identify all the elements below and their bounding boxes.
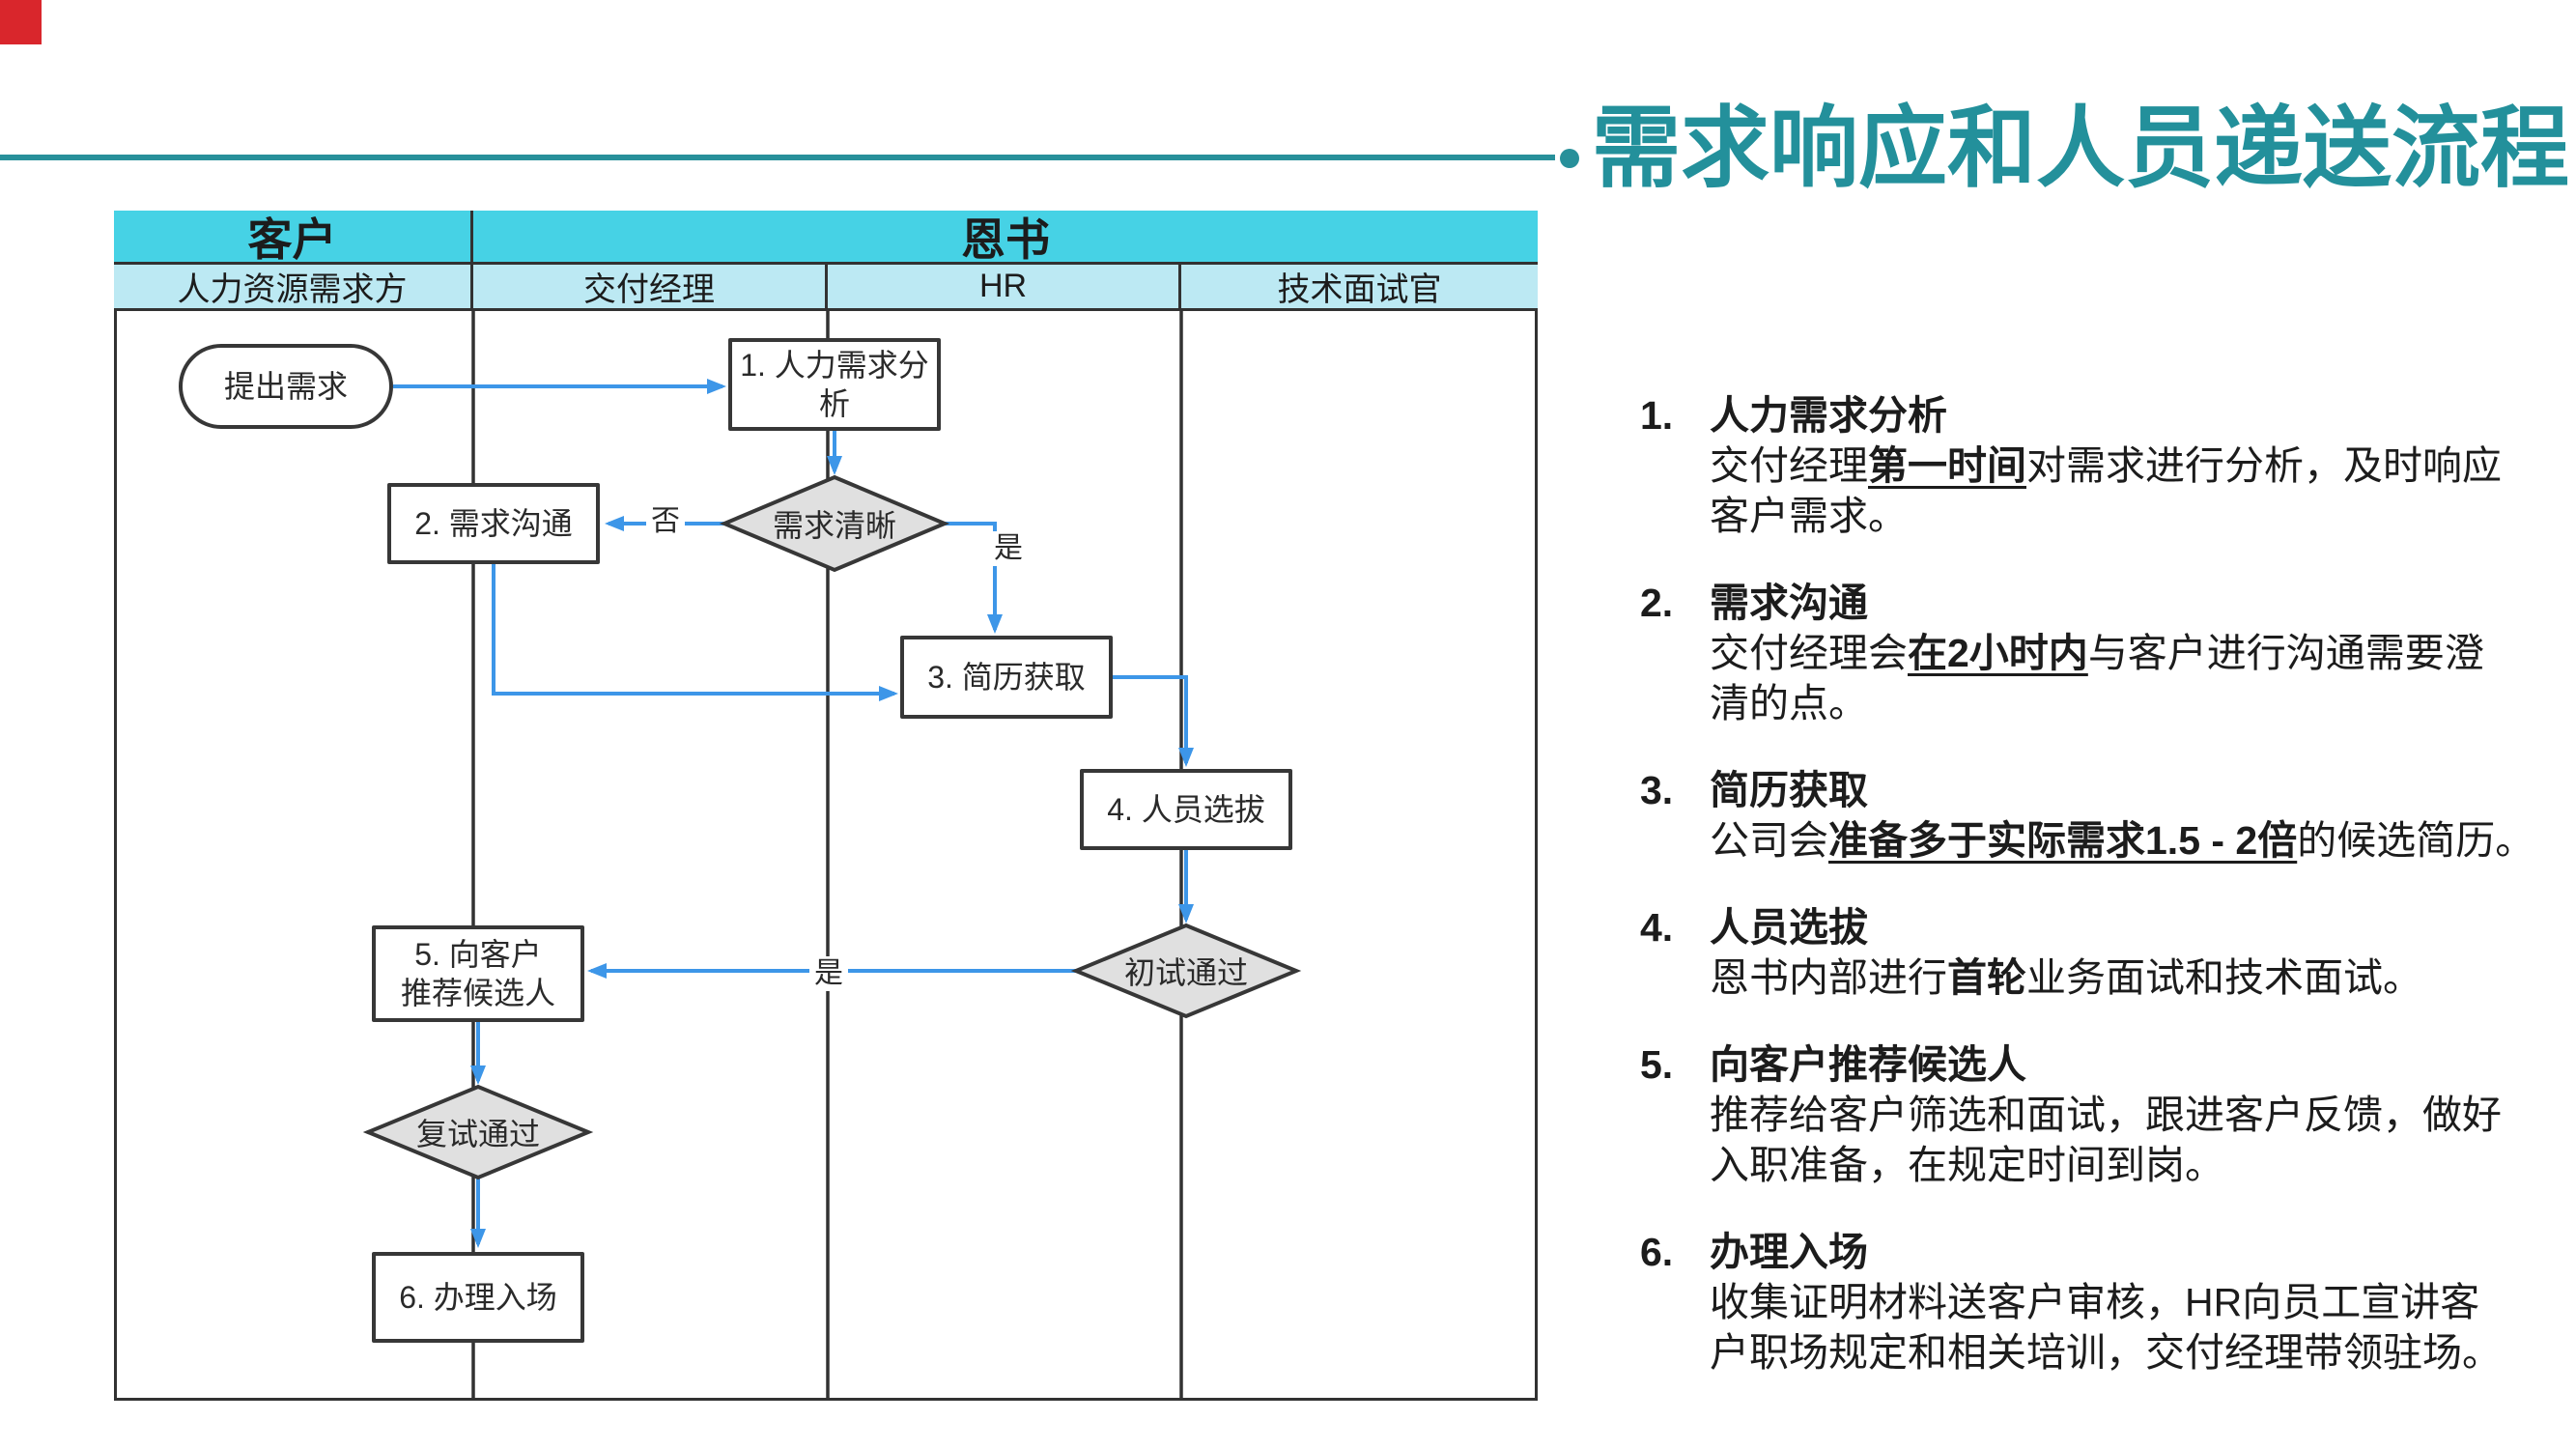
slide-title: 需求响应和人员递送流程 [1592, 99, 2570, 198]
step-body-segment: 交付经理会 [1710, 631, 1908, 675]
step-title: 人力需求分析 [1710, 393, 1947, 438]
corner-accent-square [0, 0, 42, 44]
step-item-2: 2.需求沟通交付经理会在2小时内与客户进行沟通需要澄 清的点。 [1640, 578, 2572, 728]
edge-label-yes-1: 是 [989, 531, 1028, 566]
step-body-segment: 公司会 [1710, 818, 1828, 863]
step-body-segment: 推荐给客户筛选和面试，跟进客户反馈，做好 入职准备，在规定时间到岗。 [1710, 1093, 2502, 1187]
step-body-segment: 交付经理 [1710, 443, 1868, 488]
flow-node-step6: 6. 办理入场 [372, 1252, 584, 1343]
step-title: 需求沟通 [1710, 581, 1868, 625]
group-header-enshu: 恩书 [473, 211, 1538, 265]
step-number: 2. [1640, 581, 1674, 625]
step-body: 推荐给客户筛选和面试，跟进客户反馈，做好 入职准备，在规定时间到岗。 [1710, 1090, 2572, 1190]
step-title: 向客户推荐候选人 [1710, 1042, 2026, 1087]
flow-node-step2: 2. 需求沟通 [387, 483, 600, 564]
step-body-segment: 在2小时内 [1908, 631, 2088, 675]
step-number: 5. [1640, 1042, 1674, 1087]
step-body-segment: 收集证明材料送客户审核，HR向员工宣讲客 户职场规定和相关培训，交付经理带领驻场… [1710, 1280, 2502, 1375]
title-rule-dot-icon [1560, 149, 1579, 168]
step-body-segment: 的候选简历。 [2297, 818, 2535, 863]
step-number: 4. [1640, 905, 1674, 950]
decision-shapes [362, 474, 1302, 1180]
group-header-customer: 客户 [114, 211, 473, 265]
lane-divider-lines [471, 311, 1183, 1398]
step-body: 公司会准备多于实际需求1.5 - 2倍的候选简历。 [1710, 815, 2572, 866]
step-title: 简历获取 [1710, 768, 1868, 812]
arrow-step3-to-step4 [1113, 675, 1194, 767]
step-item-1: 1. 人力需求分析交付经理第一时间对需求进行分析，及时响应 客户需求。 [1640, 390, 2572, 541]
decision3-diamond [362, 1084, 594, 1180]
step-item-4: 4.人员选拔恩书内部进行首轮业务面试和技术面试。 [1640, 902, 2572, 1003]
step-item-5: 5. 向客户推荐候选人推荐给客户筛选和面试，跟进客户反馈，做好 入职准备，在规定时… [1640, 1039, 2572, 1190]
step-content: 简历获取公司会准备多于实际需求1.5 - 2倍的候选简历。 [1710, 765, 2572, 866]
step-content: 人力需求分析交付经理第一时间对需求进行分析，及时响应 客户需求。 [1710, 390, 2572, 541]
step-body-segment: 恩书内部进行 [1710, 955, 1947, 1000]
step-content: 需求沟通交付经理会在2小时内与客户进行沟通需要澄 清的点。 [1710, 578, 2572, 728]
process-steps-list: 1. 人力需求分析交付经理第一时间对需求进行分析，及时响应 客户需求。 2. 需求沟通… [1640, 390, 2572, 1414]
step-content: 向客户推荐候选人推荐给客户筛选和面试，跟进客户反馈，做好 入职准备，在规定时间到… [1710, 1039, 2572, 1190]
lane-header-hr: HR [828, 265, 1181, 311]
step-content: 办理入场收集证明材料送客户审核，HR向员工宣讲客 户职场规定和相关培训，交付经理… [1710, 1227, 2572, 1378]
flow-node-step1: 1. 人力需求分 析 [728, 338, 941, 431]
step-body-segment: 第一时间 [1868, 443, 2026, 488]
step-body-segment: 对需求进行分析，及时响应 客户需求。 [1710, 443, 2502, 538]
edge-label-no: 否 [646, 504, 685, 539]
lane-header-tech-interviewer: 技术面试官 [1181, 265, 1538, 311]
step-body: 收集证明材料送客户审核，HR向员工宣讲客 户职场规定和相关培训，交付经理带领驻场… [1710, 1277, 2572, 1378]
decision2-diamond [1070, 923, 1302, 1019]
step-title: 办理入场 [1710, 1230, 1868, 1274]
flow-node-step5: 5. 向客户 推荐候选人 [372, 925, 584, 1022]
arrow-decision1-yes-to-step3 [945, 522, 1003, 634]
step-item-3: 3.简历获取公司会准备多于实际需求1.5 - 2倍的候选简历。 [1640, 765, 2572, 866]
step-number: 6. [1640, 1230, 1674, 1274]
edge-label-yes-2: 是 [809, 956, 848, 991]
step-body: 恩书内部进行首轮业务面试和技术面试。 [1710, 952, 2572, 1003]
flow-node-step3: 3. 简历获取 [900, 636, 1113, 719]
step-number: 1. [1640, 393, 1674, 438]
decision1-diamond [719, 474, 950, 573]
step-number: 3. [1640, 768, 1674, 812]
step-body: 交付经理会在2小时内与客户进行沟通需要澄 清的点。 [1710, 628, 2572, 728]
step-body: 交付经理第一时间对需求进行分析，及时响应 客户需求。 [1710, 440, 2572, 541]
flow-node-step4: 4. 人员选拔 [1080, 769, 1292, 850]
step-content: 人员选拔恩书内部进行首轮业务面试和技术面试。 [1710, 902, 2572, 1003]
arrow-step2-to-step3 [492, 564, 898, 701]
flow-node-start: 提出需求 [179, 344, 393, 429]
step-body-segment: 业务面试和技术面试。 [2026, 955, 2422, 1000]
step-item-6: 6. 办理入场收集证明材料送客户审核，HR向员工宣讲客 户职场规定和相关培训，交付… [1640, 1227, 2572, 1378]
step-title: 人员选拔 [1710, 905, 1868, 950]
step-body-segment: 准备多于实际需求1.5 - 2倍 [1828, 818, 2298, 863]
lane-header-delivery-manager: 交付经理 [473, 265, 828, 311]
title-rule-line [0, 155, 1555, 160]
step-body-segment: 与客户进行沟通需要澄 清的点。 [1710, 631, 2484, 725]
lane-header-hr-demander: 人力资源需求方 [114, 265, 473, 311]
step-body-segment: 首轮 [1947, 955, 2026, 1000]
